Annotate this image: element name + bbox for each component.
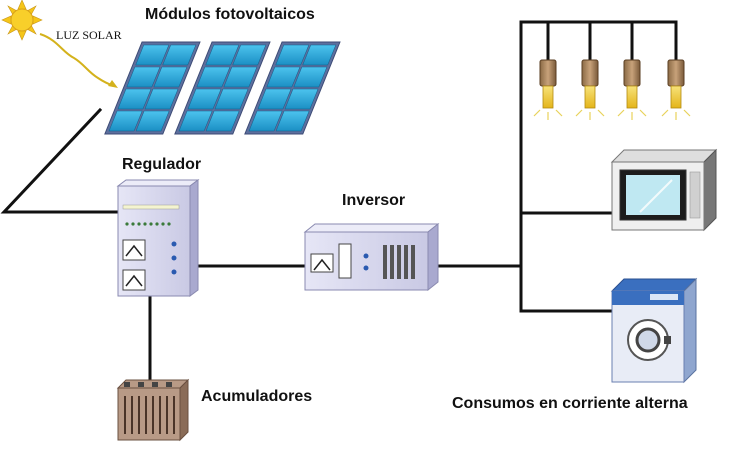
sunray-arrow [39, 33, 118, 88]
battery-icon [116, 378, 190, 442]
sun-icon [1, 0, 43, 41]
lamp-icon [533, 59, 691, 120]
solar-panel-icon [104, 41, 341, 135]
washing-machine-icon [610, 277, 698, 384]
regulator-label: Regulador [122, 156, 202, 173]
inverter-icon [303, 222, 440, 292]
wire-panels-regulator [0, 107, 120, 214]
charge-regulator-icon [116, 179, 200, 297]
microwave-icon [610, 148, 718, 232]
batteries-label: Acumuladores [201, 388, 313, 405]
sunlight-label: LUZ SOLAR [56, 28, 122, 42]
loads-label: Consumos en corriente alterna [452, 395, 688, 412]
wiring [0, 20, 678, 382]
pv-modules-label: Módulos fotovoltaicos [145, 6, 315, 23]
inverter-label: Inversor [342, 192, 406, 209]
